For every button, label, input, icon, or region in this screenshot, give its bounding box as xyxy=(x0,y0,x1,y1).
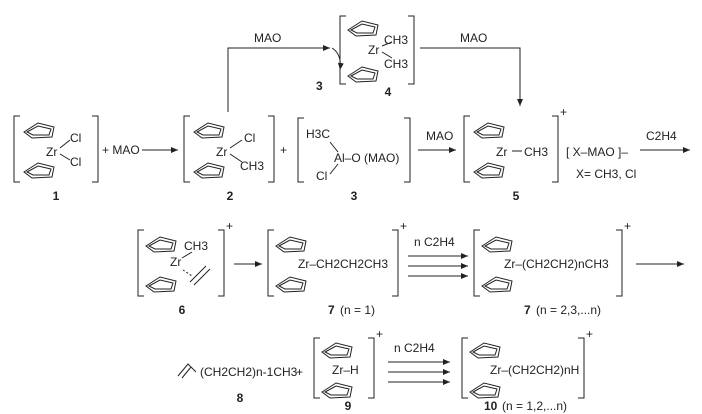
reagent-n-ethylene: n C2H4 xyxy=(394,341,435,355)
compound-label-5: 5 xyxy=(513,189,520,203)
al-o-group: Al–O xyxy=(334,151,361,165)
cation-charge: + xyxy=(624,219,631,233)
compound-4: Zr CH3 CH3 xyxy=(339,15,415,85)
compound-label-7: 7 xyxy=(328,303,335,317)
compound-10: Zr–(CH2CH2)nH + xyxy=(461,327,593,399)
ethylene-ligand xyxy=(189,265,207,283)
ch3-ligand: CH3 xyxy=(384,33,408,47)
compound-label-10: 10 xyxy=(484,399,498,413)
cl-ligand: Cl xyxy=(244,131,255,145)
ch3-ligand: CH3 xyxy=(240,159,264,173)
compound-1: Zr Cl Cl xyxy=(13,115,99,183)
compound-9: Zr–H + xyxy=(313,327,383,399)
compound-label-7-suffix: (n = 2,3,...n) xyxy=(536,303,601,317)
compound-5: Zr CH3 + xyxy=(463,105,567,183)
plus-sign: + xyxy=(296,365,303,379)
compound-label-6: 6 xyxy=(179,303,186,317)
reagent-n-ethylene: n C2H4 xyxy=(414,235,455,249)
reagent-mao: MAO xyxy=(460,31,487,45)
plus-sign: + xyxy=(280,143,287,157)
h3c-group: H3C xyxy=(306,127,330,141)
zr-atom: Zr xyxy=(46,145,57,159)
zr-atom: Zr xyxy=(216,145,227,159)
polyethylene-chain: Zr–(CH2CH2)nCH3 xyxy=(504,257,609,271)
compound-label-2: 2 xyxy=(227,189,234,203)
compound-label-3-byproduct: 3 xyxy=(316,79,323,93)
compound-7b: Zr–(CH2CH2)nCH3 + xyxy=(473,219,631,297)
ch3-ligand: CH3 xyxy=(384,57,408,71)
reagent-mao: MAO xyxy=(254,31,281,45)
compound-8: (CH2CH2)n-1CH3 xyxy=(177,363,298,379)
compound-label-10-suffix: (n = 1,2,...n) xyxy=(502,399,567,413)
compound-label-9: 9 xyxy=(345,399,352,413)
cation-charge: + xyxy=(400,219,407,233)
ch3-ligand: CH3 xyxy=(524,145,548,159)
counter-anion: [ X–MAO ]– xyxy=(566,145,628,159)
mao-group: (MAO) xyxy=(364,151,399,165)
zr-atom: Zr xyxy=(496,145,507,159)
zr-hydride: Zr–H xyxy=(332,363,359,377)
compound-label-7: 7 xyxy=(524,303,531,317)
compound-6: Zr CH3 + xyxy=(137,219,233,297)
reagent-ethylene: C2H4 xyxy=(646,129,677,143)
compound-label-3: 3 xyxy=(351,189,358,203)
branch-to-4: MAO 3 MAO xyxy=(227,31,523,112)
compound-2: Zr Cl CH3 xyxy=(183,115,275,183)
cl-ligand: Cl xyxy=(70,155,81,169)
compound-label-4: 4 xyxy=(385,85,392,99)
compound-7a: Zr–CH2CH2CH3 + xyxy=(267,219,407,297)
compound-label-7-suffix: (n = 1) xyxy=(340,303,375,317)
x-definition: X= CH3, Cl xyxy=(576,167,636,181)
cation-charge: + xyxy=(560,105,567,119)
reagent-plus-mao: + MAO xyxy=(102,143,140,157)
reagent-mao: MAO xyxy=(426,129,453,143)
compound-3: H3C Al–O Cl (MAO) xyxy=(297,117,411,183)
propyl-chain: Zr–CH2CH2CH3 xyxy=(298,257,388,271)
cation-charge: + xyxy=(226,219,233,233)
compound-label-8: 8 xyxy=(237,391,244,405)
ch3-ligand: CH3 xyxy=(184,239,208,253)
zr-atom: Zr xyxy=(368,43,379,57)
zr-atom: Zr xyxy=(170,255,181,269)
compound-label-1: 1 xyxy=(53,189,60,203)
cl-ligand: Cl xyxy=(70,131,81,145)
cl-ligand: Cl xyxy=(316,169,327,183)
olefin-chain: (CH2CH2)n-1CH3 xyxy=(200,365,298,379)
cation-charge: + xyxy=(376,327,383,341)
polyethylene-chain: Zr–(CH2CH2)nH xyxy=(490,363,579,377)
cation-charge: + xyxy=(586,327,593,341)
